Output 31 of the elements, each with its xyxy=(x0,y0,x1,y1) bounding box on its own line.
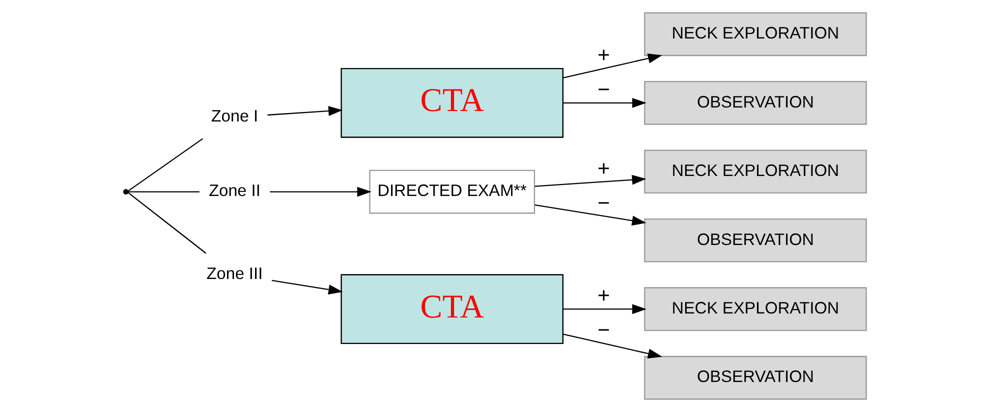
edge-label: + xyxy=(598,156,610,181)
arrow xyxy=(534,174,646,187)
node-box: OBSERVATION xyxy=(644,218,867,262)
node-box: NECK EXPLORATION xyxy=(644,150,867,194)
node-box: OBSERVATION xyxy=(644,356,867,400)
edge-label: − xyxy=(598,318,610,342)
arrow xyxy=(563,54,662,78)
arrow xyxy=(534,204,646,226)
node-text: Zone III xyxy=(206,264,263,284)
arrow xyxy=(268,106,343,116)
arrow xyxy=(272,280,343,294)
arrow xyxy=(563,334,662,358)
edge-label: + xyxy=(598,42,610,67)
node-box: CTA xyxy=(340,68,564,138)
node-box: OBSERVATION xyxy=(644,80,867,125)
edge-label: + xyxy=(598,283,610,308)
node-point xyxy=(123,189,129,194)
edge-label: − xyxy=(598,77,610,102)
arrow xyxy=(563,304,646,314)
node-text: Zone II xyxy=(208,181,260,200)
node-box: NECK EXPLORATION xyxy=(644,287,867,332)
node-box: CTA xyxy=(340,274,564,344)
connector xyxy=(128,192,206,254)
edge-label: − xyxy=(598,191,610,216)
connector xyxy=(128,191,200,192)
connector xyxy=(128,138,204,192)
node-box: NECK EXPLORATION xyxy=(644,12,867,56)
arrow xyxy=(563,98,646,108)
arrow xyxy=(270,186,372,197)
node-text: Zone I xyxy=(211,106,258,126)
node-box: DIRECTED EXAM** xyxy=(369,170,536,214)
